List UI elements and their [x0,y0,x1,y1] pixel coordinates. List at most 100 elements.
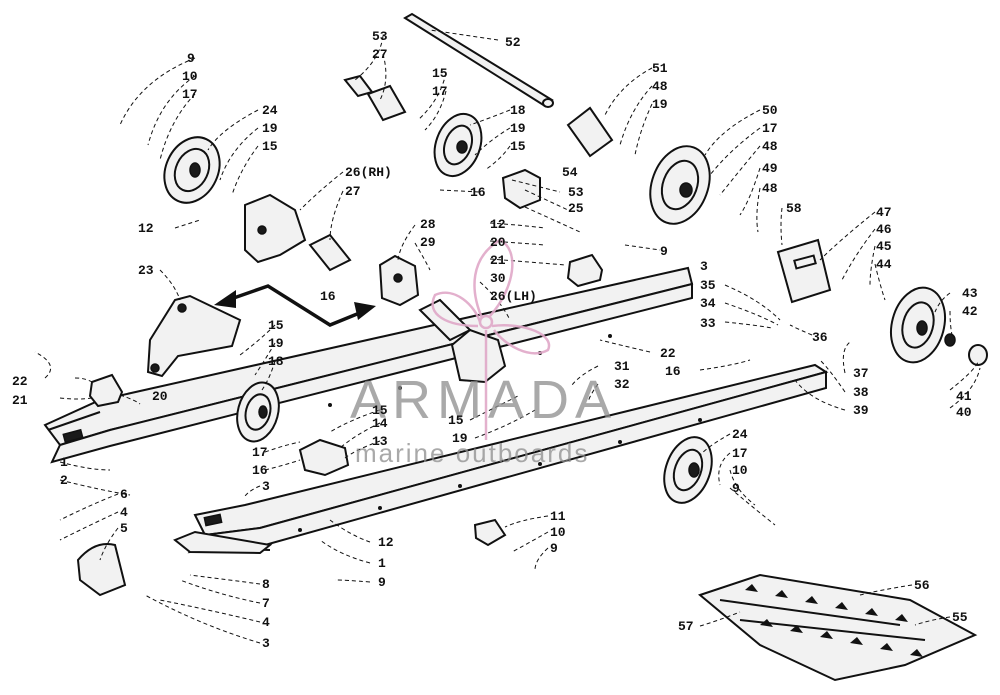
callout-37: 37 [853,366,869,381]
callout-52: 52 [505,35,521,50]
callout-17c: 17 [762,121,778,136]
callout-36: 36 [812,330,828,345]
spacer-53-27 [343,74,407,122]
callout-15b: 15 [432,66,448,81]
callout-10c: 10 [732,463,748,478]
callout-15d: 15 [268,318,284,333]
callout-19b: 19 [510,121,526,136]
callout-56: 56 [914,578,930,593]
arm-30-rear [450,328,507,384]
callout-11: 11 [550,509,566,524]
direction-arrow [214,284,376,327]
callout-33: 33 [700,316,716,331]
arm-23 [146,294,242,378]
callout-49: 49 [762,161,778,176]
watermark-brand: ARMADA [350,370,617,430]
callout-31: 31 [614,359,630,374]
callout-45: 45 [876,239,892,254]
axle-27 [308,233,352,272]
callout-25: 25 [568,201,584,216]
callout-48c: 48 [762,181,778,196]
spacer-51 [566,106,614,158]
callout-12c: 12 [378,535,394,550]
callout-21b: 21 [12,393,28,408]
callout-17: 17 [182,87,198,102]
block-21-upper [566,253,604,288]
callout-40: 40 [956,405,972,420]
front-bumper-5 [76,543,127,597]
track-55-56 [697,573,978,682]
callout-26lh: 26(LH) [490,289,537,304]
callout-19: 19 [262,121,278,136]
callout-13: 13 [372,434,388,449]
callout-3c: 3 [262,636,270,651]
rear-plate-47 [776,238,832,304]
callout-39: 39 [853,403,869,418]
callout-14: 14 [372,416,388,431]
watermark-tagline: marine outboards [355,438,589,468]
propeller-logo [431,238,551,440]
callout-9b: 9 [660,244,668,259]
bracket-26rh [244,193,307,264]
callout-29: 29 [420,235,436,250]
callout-20: 20 [490,235,506,250]
callout-54: 54 [562,165,578,180]
idler-wheel-upper-right [649,145,711,225]
callout-16c: 16 [665,364,681,379]
callout-17d: 17 [252,445,268,460]
callout-58: 58 [786,201,802,216]
callout-57: 57 [678,619,694,634]
leader-lines [34,29,981,644]
callout-9: 9 [187,51,195,66]
callout-3b: 3 [262,479,270,494]
callout-10b: 10 [550,525,566,540]
callout-51: 51 [652,61,668,76]
callout-28: 28 [420,217,436,232]
callout-4: 4 [120,505,128,520]
callout-27b: 27 [372,47,388,62]
callout-19d: 19 [268,336,284,351]
callout-6: 6 [120,487,128,502]
callout-21: 21 [490,253,506,268]
callout-2: 2 [60,473,68,488]
callout-16d: 16 [252,463,268,478]
callout-48: 48 [652,79,668,94]
bracket-28 [378,254,420,307]
callout-4b: 4 [262,615,270,630]
callout-35: 35 [700,278,716,293]
callout-34: 34 [700,296,716,311]
block-11 [473,518,507,547]
callout-9d: 9 [550,541,558,556]
callout-22: 22 [12,374,28,389]
callout-18: 18 [510,103,526,118]
callout-22b: 22 [660,346,676,361]
callout-24b: 24 [732,427,748,442]
rear-idler-wheel [890,286,946,364]
callout-15f: 15 [448,413,464,428]
callout-26rh: 26(RH) [345,165,392,180]
callout-15e: 15 [372,403,388,418]
callout-32: 32 [614,377,630,392]
callout-46: 46 [876,222,892,237]
callout-17e: 17 [732,446,748,461]
callout-24: 24 [262,103,278,118]
callout-38: 38 [853,385,869,400]
bracket-54 [501,168,541,210]
idler-wheel-lower-right [663,436,713,504]
callout-16b: 16 [470,185,486,200]
callout-16: 16 [320,289,336,304]
callout-8: 8 [262,577,270,592]
callout-15: 15 [262,139,278,154]
callout-41: 41 [956,389,972,404]
callout-10: 10 [182,69,198,84]
callout-12: 12 [138,221,154,236]
callout-7: 7 [262,596,270,611]
callout-1: 1 [60,455,68,470]
callout-55: 55 [952,610,968,625]
watermark: ARMADA marine outboards [350,238,617,468]
callout-47: 47 [876,205,892,220]
callout-44: 44 [876,257,892,272]
callout-48b: 48 [762,139,778,154]
callout-18b: 18 [268,354,284,369]
